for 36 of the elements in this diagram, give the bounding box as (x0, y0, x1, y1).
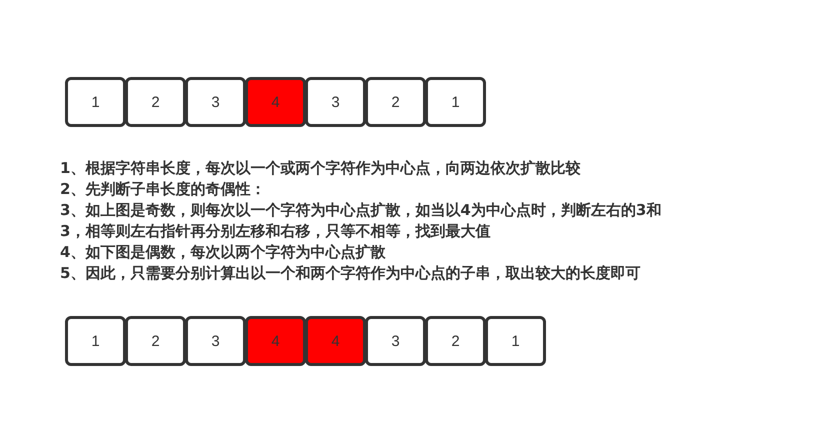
note-text: 5、因此，只需要分别计算出以一个和两个字符作为中心点的子串，取出较大的长度即可 (60, 263, 640, 283)
cell-value: 4 (331, 332, 340, 350)
array-cell (185, 77, 246, 127)
note-text: 3、如上图是奇数，则每次以一个字符为中心点扩散，如当以4为中心点时，判断左右的3和 (60, 200, 662, 220)
cell-value: 3 (211, 332, 220, 350)
cell-value: 4 (271, 332, 280, 350)
note-text: 3，相等则左右指针再分别左移和右移，只等不相等，找到最大值 (60, 221, 490, 241)
note-text: 1、根据字符串长度，每次以一个或两个字符作为中心点，向两边依次扩散比较 (60, 158, 580, 178)
highlighted-array-cell (245, 316, 306, 366)
cell-value: 2 (451, 332, 460, 350)
array-cell (185, 316, 246, 366)
array-cell (425, 77, 486, 127)
cell-value: 2 (151, 332, 160, 350)
array-cell (485, 316, 546, 366)
cell-value: 4 (271, 94, 280, 110)
cell-value: 3 (331, 94, 340, 110)
cell-value: 1 (91, 332, 100, 350)
array-cell (365, 316, 426, 366)
array-cell (65, 77, 126, 127)
highlighted-array-cell (245, 77, 306, 127)
array-cell (365, 77, 426, 127)
cell-value: 2 (391, 94, 400, 110)
cell-value: 1 (511, 332, 520, 350)
highlighted-array-cell (305, 316, 366, 366)
array-cell (125, 77, 186, 127)
cell-value: 3 (211, 94, 220, 110)
array-cell (125, 316, 186, 366)
cell-value: 3 (391, 332, 400, 350)
cell-value: 1 (451, 94, 460, 110)
note-text: 4、如下图是偶数，每次以两个字符为中心点扩散 (60, 242, 386, 262)
cell-value: 1 (91, 94, 100, 110)
array-cell (425, 316, 486, 366)
array-cell (305, 77, 366, 127)
note-text: 2、先判断子串长度的奇偶性： (60, 179, 266, 199)
array-cell (65, 316, 126, 366)
cell-value: 2 (151, 94, 160, 110)
